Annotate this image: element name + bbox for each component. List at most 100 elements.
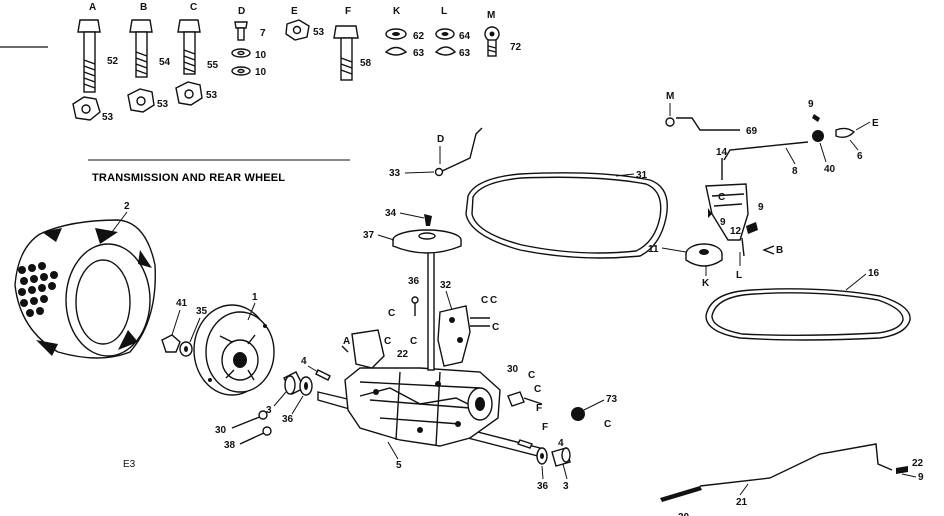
left-spacer: 3 36 bbox=[266, 371, 313, 425]
label-53-b: 53 bbox=[157, 99, 169, 110]
callout-9-c: 9 bbox=[758, 202, 764, 213]
label-53-e: 53 bbox=[313, 27, 325, 38]
section-title: TRANSMISSION AND REAR WHEEL bbox=[92, 172, 285, 184]
callout-30-a: 30 bbox=[215, 425, 227, 436]
callout-6: 6 bbox=[857, 151, 863, 162]
hardware-a: A 52 53 bbox=[72, 2, 119, 123]
callout-3-b: 3 bbox=[563, 481, 569, 492]
label-58: 58 bbox=[360, 58, 372, 69]
letter-a: A bbox=[89, 2, 96, 13]
idler-bracket: 14 C 9 22 9 12 B L bbox=[705, 147, 783, 281]
label-62: 62 bbox=[413, 31, 425, 42]
callout-30-b: 30 bbox=[507, 364, 519, 375]
tag-c-4: C bbox=[481, 295, 488, 306]
bolt-36-upper: 36 32 bbox=[408, 276, 453, 316]
callout-34: 34 bbox=[385, 208, 397, 219]
label-53-c: 53 bbox=[206, 90, 218, 101]
hardware-f: F 58 bbox=[333, 6, 372, 81]
hardware-b: B 54 53 bbox=[127, 2, 171, 113]
tag-l: L bbox=[736, 270, 742, 281]
tag-m: M bbox=[666, 91, 674, 102]
letter-d: D bbox=[238, 6, 245, 17]
callout-9-d: 9 bbox=[918, 472, 924, 483]
letter-c: C bbox=[190, 2, 197, 13]
callout-36-c: 36 bbox=[537, 481, 549, 492]
right-spacer: 4 36 3 bbox=[517, 438, 571, 492]
callout-12: 12 bbox=[730, 226, 742, 237]
callout-22: 22 bbox=[397, 349, 409, 360]
hardware-d: D 7 10 10 bbox=[231, 6, 267, 78]
label-7: 7 bbox=[260, 28, 266, 39]
callout-16: 16 bbox=[868, 268, 880, 279]
callout-33: 33 bbox=[389, 168, 401, 179]
tag-c-6: C bbox=[492, 322, 499, 333]
label-63-k: 63 bbox=[413, 48, 425, 59]
wheel-rim: 1 bbox=[193, 292, 275, 396]
callout-35: 35 bbox=[196, 306, 208, 317]
tag-c-10: C bbox=[718, 192, 725, 203]
callout-11: 11 bbox=[648, 244, 659, 255]
label-64: 64 bbox=[459, 31, 471, 42]
callout-31: 31 bbox=[636, 170, 648, 181]
callout-1: 1 bbox=[252, 292, 258, 303]
tag-c-2: C bbox=[384, 336, 391, 347]
tag-k: K bbox=[702, 278, 710, 289]
callout-37: 37 bbox=[363, 230, 375, 241]
letter-e: E bbox=[291, 6, 298, 17]
tag-c-3: C bbox=[410, 336, 417, 347]
tag-c-5: C bbox=[490, 295, 497, 306]
hardware-e: E 53 bbox=[285, 6, 325, 41]
hardware-m: M 72 bbox=[484, 10, 522, 57]
callout-21: 21 bbox=[736, 497, 748, 508]
tag-c-1: C bbox=[388, 308, 395, 319]
bracket-33: D 33 bbox=[389, 127, 483, 179]
label-10-b: 10 bbox=[255, 67, 267, 78]
label-55: 55 bbox=[207, 60, 219, 71]
callout-9-b: 9 bbox=[720, 217, 726, 228]
tag-c-7: C bbox=[528, 370, 535, 381]
hub-screws: 30 38 bbox=[215, 410, 272, 451]
rod-69: M 69 bbox=[665, 91, 758, 137]
callout-4-a: 4 bbox=[301, 356, 307, 367]
callout-9-a: 9 bbox=[808, 99, 814, 110]
letter-b: B bbox=[140, 2, 147, 13]
tag-f-2: F bbox=[542, 422, 548, 433]
callout-5: 5 bbox=[396, 460, 402, 471]
belt-31: 31 bbox=[465, 170, 668, 259]
tag-d: D bbox=[437, 134, 444, 145]
belt-16: 16 bbox=[705, 268, 911, 341]
tag-c-9: C bbox=[604, 419, 611, 430]
tag-f-1: F bbox=[536, 403, 542, 414]
callout-22-b: 22 bbox=[912, 458, 924, 469]
label-63-l: 63 bbox=[459, 48, 471, 59]
callout-69: 69 bbox=[746, 126, 758, 137]
left-key: 4 bbox=[301, 356, 331, 381]
corner-code: E3 bbox=[123, 459, 136, 470]
label-52: 52 bbox=[107, 56, 119, 67]
label-72: 72 bbox=[510, 42, 522, 53]
callout-36-a: 36 bbox=[282, 414, 294, 425]
tag-a: A bbox=[343, 336, 350, 347]
letter-l: L bbox=[441, 6, 447, 17]
callout-73: 73 bbox=[606, 394, 618, 405]
tag-c-8: C bbox=[534, 384, 541, 395]
callout-36-b: 36 bbox=[408, 276, 420, 287]
idler-pulley-11: 11 K bbox=[648, 243, 723, 289]
callout-14: 14 bbox=[716, 147, 728, 158]
label-53-a: 53 bbox=[102, 112, 114, 123]
letter-tags-transmission: C C C A 22 C C C bbox=[343, 295, 499, 360]
callout-41: 41 bbox=[176, 298, 188, 309]
rear-tire: 2 bbox=[14, 201, 156, 359]
callout-4-b: 4 bbox=[558, 438, 564, 449]
transmission: 5 bbox=[317, 239, 541, 471]
label-10-a: 10 bbox=[255, 50, 267, 61]
pulley-37: 37 34 bbox=[363, 208, 462, 254]
letter-f: F bbox=[345, 6, 351, 17]
callout-32: 32 bbox=[440, 280, 452, 291]
callout-3-a: 3 bbox=[266, 405, 272, 416]
callout-40: 40 bbox=[824, 164, 836, 175]
letter-m: M bbox=[487, 10, 495, 21]
letter-k: K bbox=[393, 6, 401, 17]
shift-rod-21: 21 20 22 9 bbox=[660, 443, 924, 516]
